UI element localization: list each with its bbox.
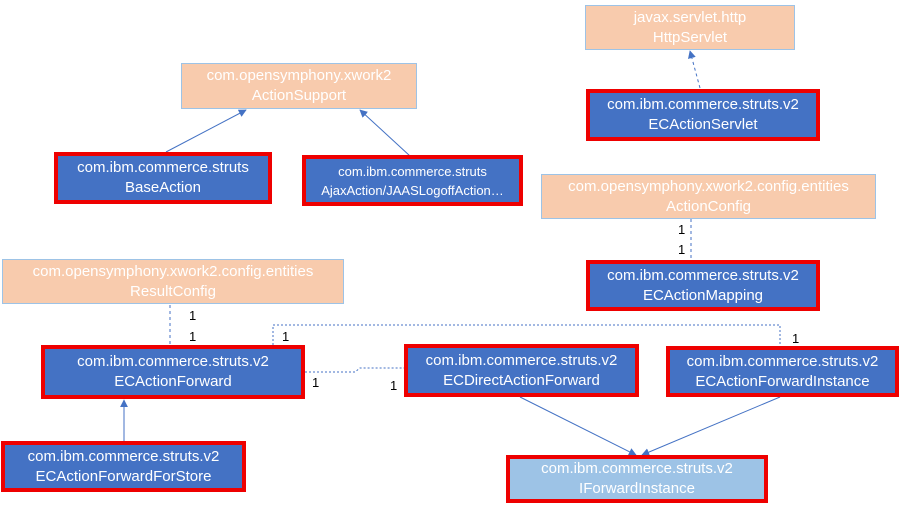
multiplicity-config-top: 1 — [678, 222, 686, 237]
http-servlet-package: javax.servlet.http — [633, 8, 747, 26]
base-action-class: BaseAction — [125, 179, 201, 196]
ajax-action-class: AjaxAction/JAASLogoffAction… — [321, 182, 504, 198]
ec-action-servlet-class: ECActionServlet — [648, 116, 758, 133]
multiplicity-result-top: 1 — [189, 308, 197, 323]
ec-action-mapping-package: com.ibm.commerce.struts.v2 — [607, 266, 799, 284]
ec-action-forward-instance-box: com.ibm.commerce.struts.v2 ECActionForwa… — [666, 346, 899, 397]
ec-action-forward-for-store-class: ECActionForwardForStore — [35, 467, 212, 485]
ec-direct-action-forward-class: ECDirectActionForward — [443, 371, 600, 389]
result-config-class: ResultConfig — [130, 282, 216, 300]
ec-action-mapping-class: ECActionMapping — [642, 286, 764, 304]
action-support-box: com.opensymphony.xwork2 ActionSupport — [181, 63, 417, 109]
inherit-base-to-support — [165, 109, 247, 153]
ec-action-forward-instance-class: ECActionForwardInstance — [695, 372, 870, 390]
ec-action-servlet-package: com.ibm.commerce.struts.v2 — [607, 96, 799, 113]
base-action-box: com.ibm.commerce.struts BaseAction — [54, 152, 272, 204]
http-servlet-box: javax.servlet.http HttpServlet — [585, 5, 795, 50]
assoc-forward-direct — [305, 367, 404, 373]
assoc-forward-instance-bus — [272, 324, 781, 346]
multiplicity-direct-right: 1 — [390, 378, 398, 393]
base-action-package: com.ibm.commerce.struts — [77, 159, 249, 176]
multiplicity-direct-left: 1 — [312, 375, 320, 390]
impl-instance-to-iforward — [641, 396, 781, 456]
action-config-package: com.opensymphony.xwork2.config.entities — [568, 177, 849, 195]
ec-direct-action-forward-package: com.ibm.commerce.struts.v2 — [425, 351, 618, 369]
ajax-action-package: com.ibm.commerce.struts — [338, 163, 487, 179]
multiplicity-config-bottom: 1 — [678, 242, 686, 257]
inherit-servlet-to-httpservlet — [688, 50, 701, 89]
ec-direct-action-forward-box: com.ibm.commerce.struts.v2 ECDirectActio… — [404, 344, 639, 397]
iforward-instance-package: com.ibm.commerce.struts.v2 — [541, 460, 733, 477]
ec-action-forward-instance-package: com.ibm.commerce.struts.v2 — [686, 352, 879, 370]
ec-action-forward-for-store-box: com.ibm.commerce.struts.v2 ECActionForwa… — [1, 441, 246, 492]
action-config-class: ActionConfig — [665, 197, 752, 215]
http-servlet-class: HttpServlet — [652, 28, 728, 46]
ec-action-forward-package: com.ibm.commerce.struts.v2 — [77, 353, 269, 370]
ajax-action-box: com.ibm.commerce.struts AjaxAction/JAASL… — [302, 155, 523, 206]
result-config-package: com.opensymphony.xwork2.config.entities — [32, 262, 314, 280]
multiplicity-bus-left: 1 — [282, 329, 290, 344]
action-support-package: com.opensymphony.xwork2 — [206, 67, 392, 84]
multiplicity-result-bottom: 1 — [189, 329, 197, 344]
ec-action-forward-class: ECActionForward — [114, 373, 232, 390]
ec-action-forward-for-store-package: com.ibm.commerce.struts.v2 — [27, 447, 220, 465]
ec-action-mapping-box: com.ibm.commerce.struts.v2 ECActionMappi… — [586, 260, 820, 311]
inherit-ajax-to-support — [359, 109, 411, 157]
ec-action-servlet-box: com.ibm.commerce.struts.v2 ECActionServl… — [586, 89, 820, 141]
multiplicity-bus-right: 1 — [792, 331, 800, 346]
result-config-box: com.opensymphony.xwork2.config.entities … — [2, 259, 344, 304]
iforward-instance-class: IForwardInstance — [579, 480, 695, 497]
iforward-instance-box: com.ibm.commerce.struts.v2 IForwardInsta… — [506, 455, 768, 503]
action-config-box: com.opensymphony.xwork2.config.entities … — [541, 174, 876, 219]
impl-direct-to-iforward — [519, 396, 637, 456]
ec-action-forward-box: com.ibm.commerce.struts.v2 ECActionForwa… — [41, 345, 305, 399]
action-support-class: ActionSupport — [251, 87, 347, 104]
